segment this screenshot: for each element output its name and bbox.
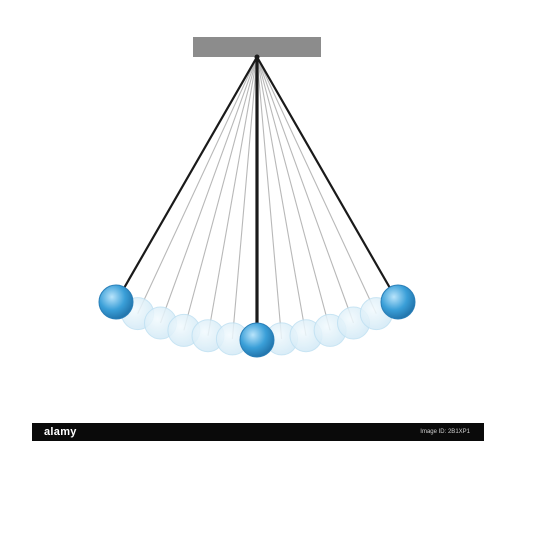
pendulum-string-right	[256, 56, 399, 303]
ghost-string	[231, 56, 258, 339]
ceiling-mount	[193, 37, 321, 57]
ghost-string	[256, 56, 307, 336]
watermark-bar: alamy Image ID: 2B1XP1	[32, 423, 484, 441]
ghost-string	[207, 56, 258, 336]
pendulum-bob-center	[239, 322, 275, 358]
pendulum-bob-right	[380, 284, 416, 320]
ghost-string	[256, 56, 331, 331]
pivot-point	[254, 54, 260, 60]
ghost-string	[256, 56, 283, 339]
watermark-image-id: Image ID: 2B1XP1	[420, 429, 470, 435]
watermark-logo: alamy	[44, 426, 77, 438]
pendulum-string-left	[115, 56, 258, 303]
ghost-string	[183, 56, 258, 331]
ghost-string	[159, 56, 258, 324]
ghost-string	[256, 56, 355, 324]
pendulum-bob-left	[98, 284, 134, 320]
ghost-string	[256, 56, 377, 314]
ghost-string	[137, 56, 258, 314]
